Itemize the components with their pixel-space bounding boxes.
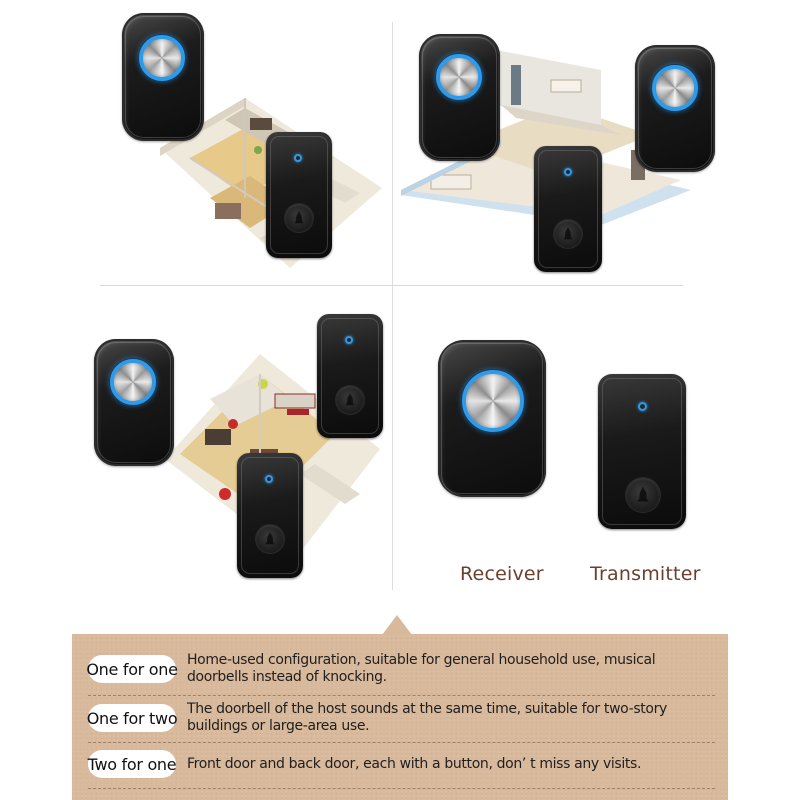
receiver-device-second <box>635 45 715 172</box>
row-separator <box>88 742 715 743</box>
led-indicator-icon <box>294 154 302 162</box>
doorbell-button-icon <box>626 478 660 512</box>
config-row-one-for-two: One for two The doorbell of the host sou… <box>87 694 715 742</box>
receiver-knob-icon <box>436 54 482 100</box>
receiver-caption: Receiver <box>460 563 544 585</box>
config-row-two-for-one: Two for one Front door and back door, ea… <box>88 740 715 788</box>
doorbell-button-icon <box>256 525 284 553</box>
transmitter-device <box>534 146 602 272</box>
transmitter-device <box>317 314 383 438</box>
config-description: Home-used configuration, suitable for ge… <box>187 652 656 685</box>
led-indicator-icon <box>638 402 647 411</box>
receiver-knob-icon <box>462 370 524 432</box>
row-separator <box>88 695 715 696</box>
receiver-device <box>438 340 546 497</box>
receiver-device <box>122 13 204 141</box>
quadrant-one-for-one <box>0 0 392 285</box>
transmitter-device <box>598 374 686 529</box>
config-description: The doorbell of the host sounds at the s… <box>187 701 667 734</box>
vertical-divider <box>392 22 393 590</box>
receiver-knob-icon <box>110 359 156 405</box>
horizontal-divider <box>100 285 683 286</box>
doorbell-button-icon <box>554 220 582 248</box>
configuration-panel: One for one Home-used configuration, sui… <box>72 634 728 800</box>
quadrant-one-for-two <box>393 0 800 285</box>
config-tag: One for two <box>87 704 178 732</box>
row-separator <box>88 788 715 789</box>
doorbell-button-icon <box>285 204 313 232</box>
receiver-knob-icon <box>139 35 185 81</box>
led-indicator-icon <box>345 336 353 344</box>
panel-pointer <box>382 615 412 635</box>
receiver-device <box>94 339 174 466</box>
receiver-knob-icon <box>652 65 698 111</box>
config-description: Front door and back door, each with a bu… <box>187 755 642 772</box>
config-row-one-for-one: One for one Home-used configuration, sui… <box>86 645 715 693</box>
config-tag: Two for one <box>88 750 177 778</box>
receiver-device <box>419 34 500 161</box>
led-indicator-icon <box>265 475 273 483</box>
quadrant-product: Receiver Transmitter <box>393 286 800 600</box>
transmitter-device <box>266 132 332 258</box>
transmitter-device-second <box>237 453 303 578</box>
config-tag: One for one <box>86 655 178 683</box>
transmitter-caption: Transmitter <box>590 563 701 585</box>
quadrant-two-for-one <box>0 286 392 600</box>
doorbell-button-icon <box>336 386 364 414</box>
led-indicator-icon <box>564 168 572 176</box>
